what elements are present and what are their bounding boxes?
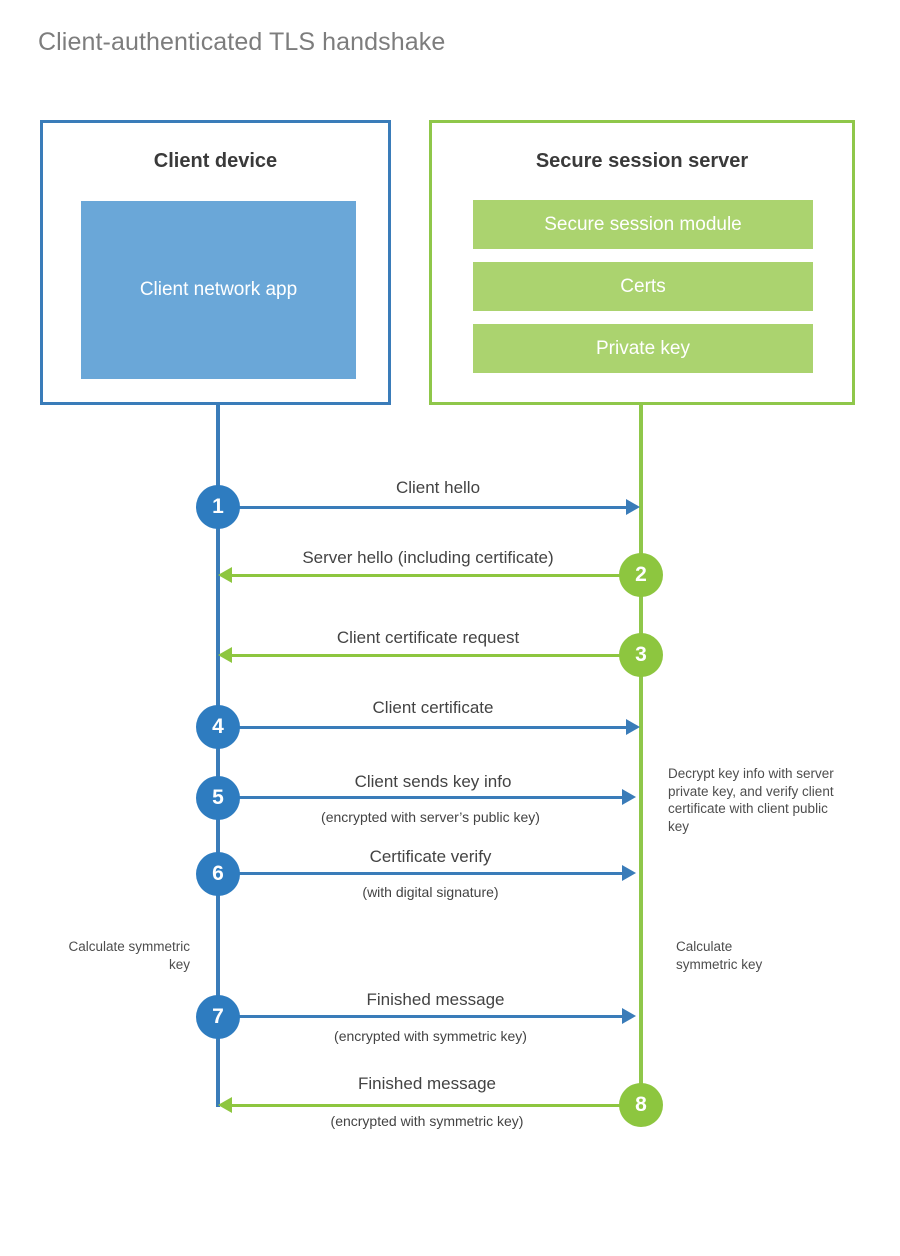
secure-session-server-title: Secure session server: [535, 150, 749, 172]
server-component-certs: Certs: [473, 262, 813, 311]
step-4-circle[interactable]: 4: [196, 705, 240, 749]
client-network-app-box: Client network app: [81, 201, 356, 379]
server-component-secure-session-module: Secure session module: [473, 200, 813, 249]
step-7-circle[interactable]: 7: [196, 995, 240, 1039]
step-8-sublabel: (encrypted with symmetric key): [330, 1113, 524, 1129]
step-3-circle[interactable]: 3: [619, 633, 663, 677]
step-8-arrow-line: [232, 1104, 620, 1107]
step-5-arrow-line: [238, 796, 623, 799]
step-2-circle[interactable]: 2: [619, 553, 663, 597]
server-decrypt-note: Decrypt key info with server private key…: [668, 766, 834, 834]
secure-session-server-box: Secure session server Secure session mod…: [429, 120, 855, 405]
server-components-list: Secure session module Certs Private key: [473, 200, 813, 386]
page-title: Client-authenticated TLS handshake: [38, 28, 446, 56]
step-7-label: Finished message: [366, 990, 505, 1009]
step-1-arrow-line: [238, 506, 627, 509]
step-8-label: Finished message: [358, 1074, 496, 1093]
step-2-label: Server hello (including certificate): [302, 548, 554, 567]
step-1-circle[interactable]: 1: [196, 485, 240, 529]
step-7-arrow-head: [622, 1008, 636, 1024]
step-6-arrow-line: [238, 872, 623, 875]
step-7-arrow-line: [238, 1015, 623, 1018]
step-4-label: Client certificate: [372, 698, 494, 717]
step-5-circle[interactable]: 5: [196, 776, 240, 820]
step-4-arrow-line: [238, 726, 627, 729]
step-6-sublabel: (with digital signature): [362, 884, 499, 900]
server-component-private-key: Private key: [473, 324, 813, 373]
step-2-arrow-line: [232, 574, 620, 577]
step-1-label: Client hello: [395, 478, 481, 497]
server-lifeline: [639, 405, 643, 1107]
step-5-arrow-head: [622, 789, 636, 805]
step-6-arrow-head: [622, 865, 636, 881]
step-6-circle[interactable]: 6: [196, 852, 240, 896]
step-5-sublabel: (encrypted with server’s public key): [321, 809, 540, 825]
client-lifeline: [216, 405, 220, 1107]
step-3-arrow-head: [218, 647, 232, 663]
server-calculate-symmetric-key-note: Calculate symmetric key: [676, 939, 763, 972]
step-1-arrow-head: [626, 499, 640, 515]
step-3-arrow-line: [232, 654, 620, 657]
client-calculate-symmetric-key-note: Calculate symmetric key: [68, 939, 190, 972]
step-8-circle[interactable]: 8: [619, 1083, 663, 1127]
step-8-arrow-head: [218, 1097, 232, 1113]
step-3-label: Client certificate request: [336, 628, 520, 647]
step-7-sublabel: (encrypted with symmetric key): [334, 1028, 527, 1044]
step-2-arrow-head: [218, 567, 232, 583]
step-6-label: Certificate verify: [369, 847, 492, 866]
client-device-title: Client device: [153, 150, 278, 172]
client-device-box: Client device Client network app: [40, 120, 391, 405]
step-4-arrow-head: [626, 719, 640, 735]
step-5-label: Client sends key info: [354, 772, 512, 791]
